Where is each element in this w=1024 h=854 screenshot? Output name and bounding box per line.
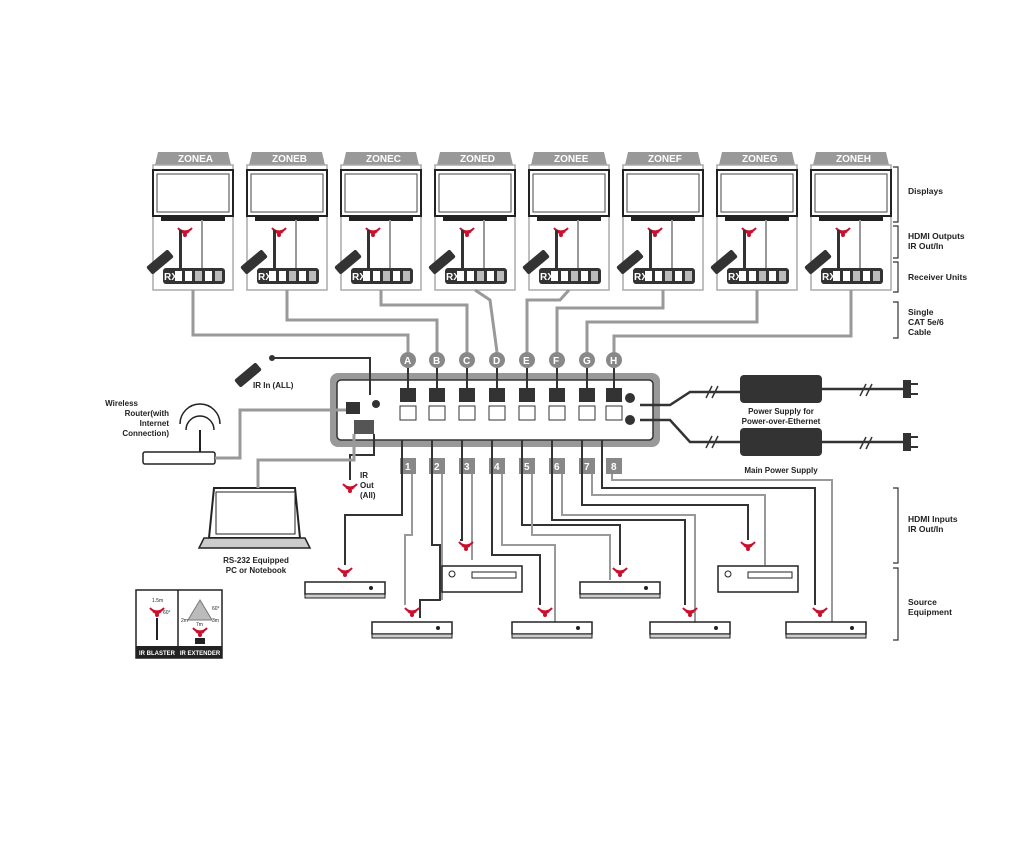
svg-text:2m: 2m (181, 618, 188, 624)
svg-text:1: 1 (405, 462, 411, 473)
svg-text:1.5m: 1.5m (152, 598, 163, 604)
svg-text:Out: Out (360, 481, 374, 490)
source-equipment (304, 541, 867, 639)
zone-label-e: ZONEE (554, 154, 589, 165)
svg-text:Source: Source (908, 597, 937, 607)
svg-text:7: 7 (584, 462, 590, 473)
svg-text:HDMI Inputs: HDMI Inputs (908, 514, 958, 524)
svg-text:6: 6 (554, 462, 560, 473)
svg-text:IR Out/In: IR Out/In (908, 524, 943, 534)
svg-text:7m: 7m (196, 622, 203, 628)
rx-label: RX (352, 272, 366, 283)
svg-text:5: 5 (524, 462, 530, 473)
matrix-unit (330, 373, 660, 447)
svg-text:IR: IR (360, 471, 368, 480)
svg-text:Single: Single (908, 307, 934, 317)
svg-text:Cable: Cable (908, 327, 931, 337)
rx-label: RX (258, 272, 272, 283)
svg-text:F: F (553, 356, 559, 367)
svg-text:2: 2 (434, 462, 440, 473)
zone-labels: ZONEA ZONEB ZONEC ZONED ZONEE ZONEF ZONE… (178, 154, 871, 165)
svg-text:Receiver Units: Receiver Units (908, 272, 967, 282)
svg-text:IR BLASTER: IR BLASTER (139, 651, 176, 657)
svg-text:Power-over-Ethernet: Power-over-Ethernet (742, 417, 821, 426)
zone-label-a: ZONEA (178, 154, 213, 165)
ir-legend: IR BLASTER IR EXTENDER 1.5m 60° 60° 2m 3… (135, 589, 223, 659)
svg-text:Main Power Supply: Main Power Supply (744, 466, 818, 475)
svg-text:Displays: Displays (908, 186, 943, 196)
ir-in-remote: IR In (ALL) (234, 355, 371, 395)
zone-tab (155, 152, 231, 165)
svg-text:Internet: Internet (140, 419, 170, 428)
svg-text:(All): (All) (360, 491, 376, 500)
rx-label: RX (822, 272, 836, 283)
rx-label: RX (728, 272, 742, 283)
rx-label: RX (446, 272, 460, 283)
svg-text:H: H (610, 356, 617, 367)
svg-text:3m: 3m (212, 618, 219, 624)
svg-text:PC or Notebook: PC or Notebook (226, 566, 287, 575)
zone-label-c: ZONEC (366, 154, 401, 165)
svg-text:Wireless: Wireless (105, 399, 138, 408)
svg-text:60°: 60° (163, 610, 171, 616)
rx-labels: RX RX RX RX RX RX RX RX (164, 272, 836, 283)
svg-text:B: B (433, 356, 440, 367)
svg-text:4: 4 (494, 462, 500, 473)
zone-tab (719, 152, 795, 165)
zone-label-b: ZONEB (272, 154, 307, 165)
svg-text:C: C (463, 356, 470, 367)
wireless-router: Wireless Router(with Internet Connection… (105, 399, 346, 465)
svg-text:E: E (523, 356, 530, 367)
svg-text:60°: 60° (212, 606, 220, 612)
port-letters: A B C D E F G H (400, 352, 622, 368)
side-labels: Displays HDMI Outputs IR Out/In Receiver… (893, 166, 967, 641)
svg-text:Equipment: Equipment (908, 607, 952, 617)
rs232-notebook: RS-232 Equipped PC or Notebook (197, 434, 356, 575)
zone-tab (813, 152, 889, 165)
svg-text:IR EXTENDER: IR EXTENDER (180, 651, 221, 657)
svg-text:D: D (493, 356, 500, 367)
zone-tab (625, 152, 701, 165)
svg-text:A: A (404, 356, 411, 367)
rx-label: RX (540, 272, 554, 283)
svg-text:HDMI Outputs: HDMI Outputs (908, 231, 965, 241)
zones-row (146, 152, 892, 291)
zone-label-h: ZONEH (836, 154, 871, 165)
svg-text:Power Supply for: Power Supply for (748, 407, 814, 416)
zone-label-d: ZONED (460, 154, 495, 165)
zone-tab (531, 152, 607, 165)
svg-text:CAT 5e/6: CAT 5e/6 (908, 317, 944, 327)
rx-label: RX (634, 272, 648, 283)
svg-text:Router(with: Router(with (125, 409, 170, 418)
zone-tab (437, 152, 513, 165)
power-supplies: Power Supply for Power-over-Ethernet Mai… (640, 375, 918, 475)
rx-label: RX (164, 272, 178, 283)
svg-text:Connection): Connection) (122, 429, 169, 438)
ir-in-label: IR In (ALL) (253, 381, 294, 390)
input-numbers: 1 2 3 4 5 6 7 8 (400, 458, 622, 474)
svg-text:RS-232 Equipped: RS-232 Equipped (223, 556, 289, 565)
svg-text:IR Out/In: IR Out/In (908, 241, 943, 251)
cat-cables (191, 288, 853, 353)
zone-label-g: ZONEG (742, 154, 778, 165)
zone-label-f: ZONEF (648, 154, 682, 165)
svg-text:3: 3 (464, 462, 470, 473)
zone-tab (249, 152, 325, 165)
ir-out-all: IR Out (All) (342, 434, 376, 500)
zone-tab (343, 152, 419, 165)
svg-text:G: G (583, 356, 591, 367)
svg-text:8: 8 (611, 462, 617, 473)
